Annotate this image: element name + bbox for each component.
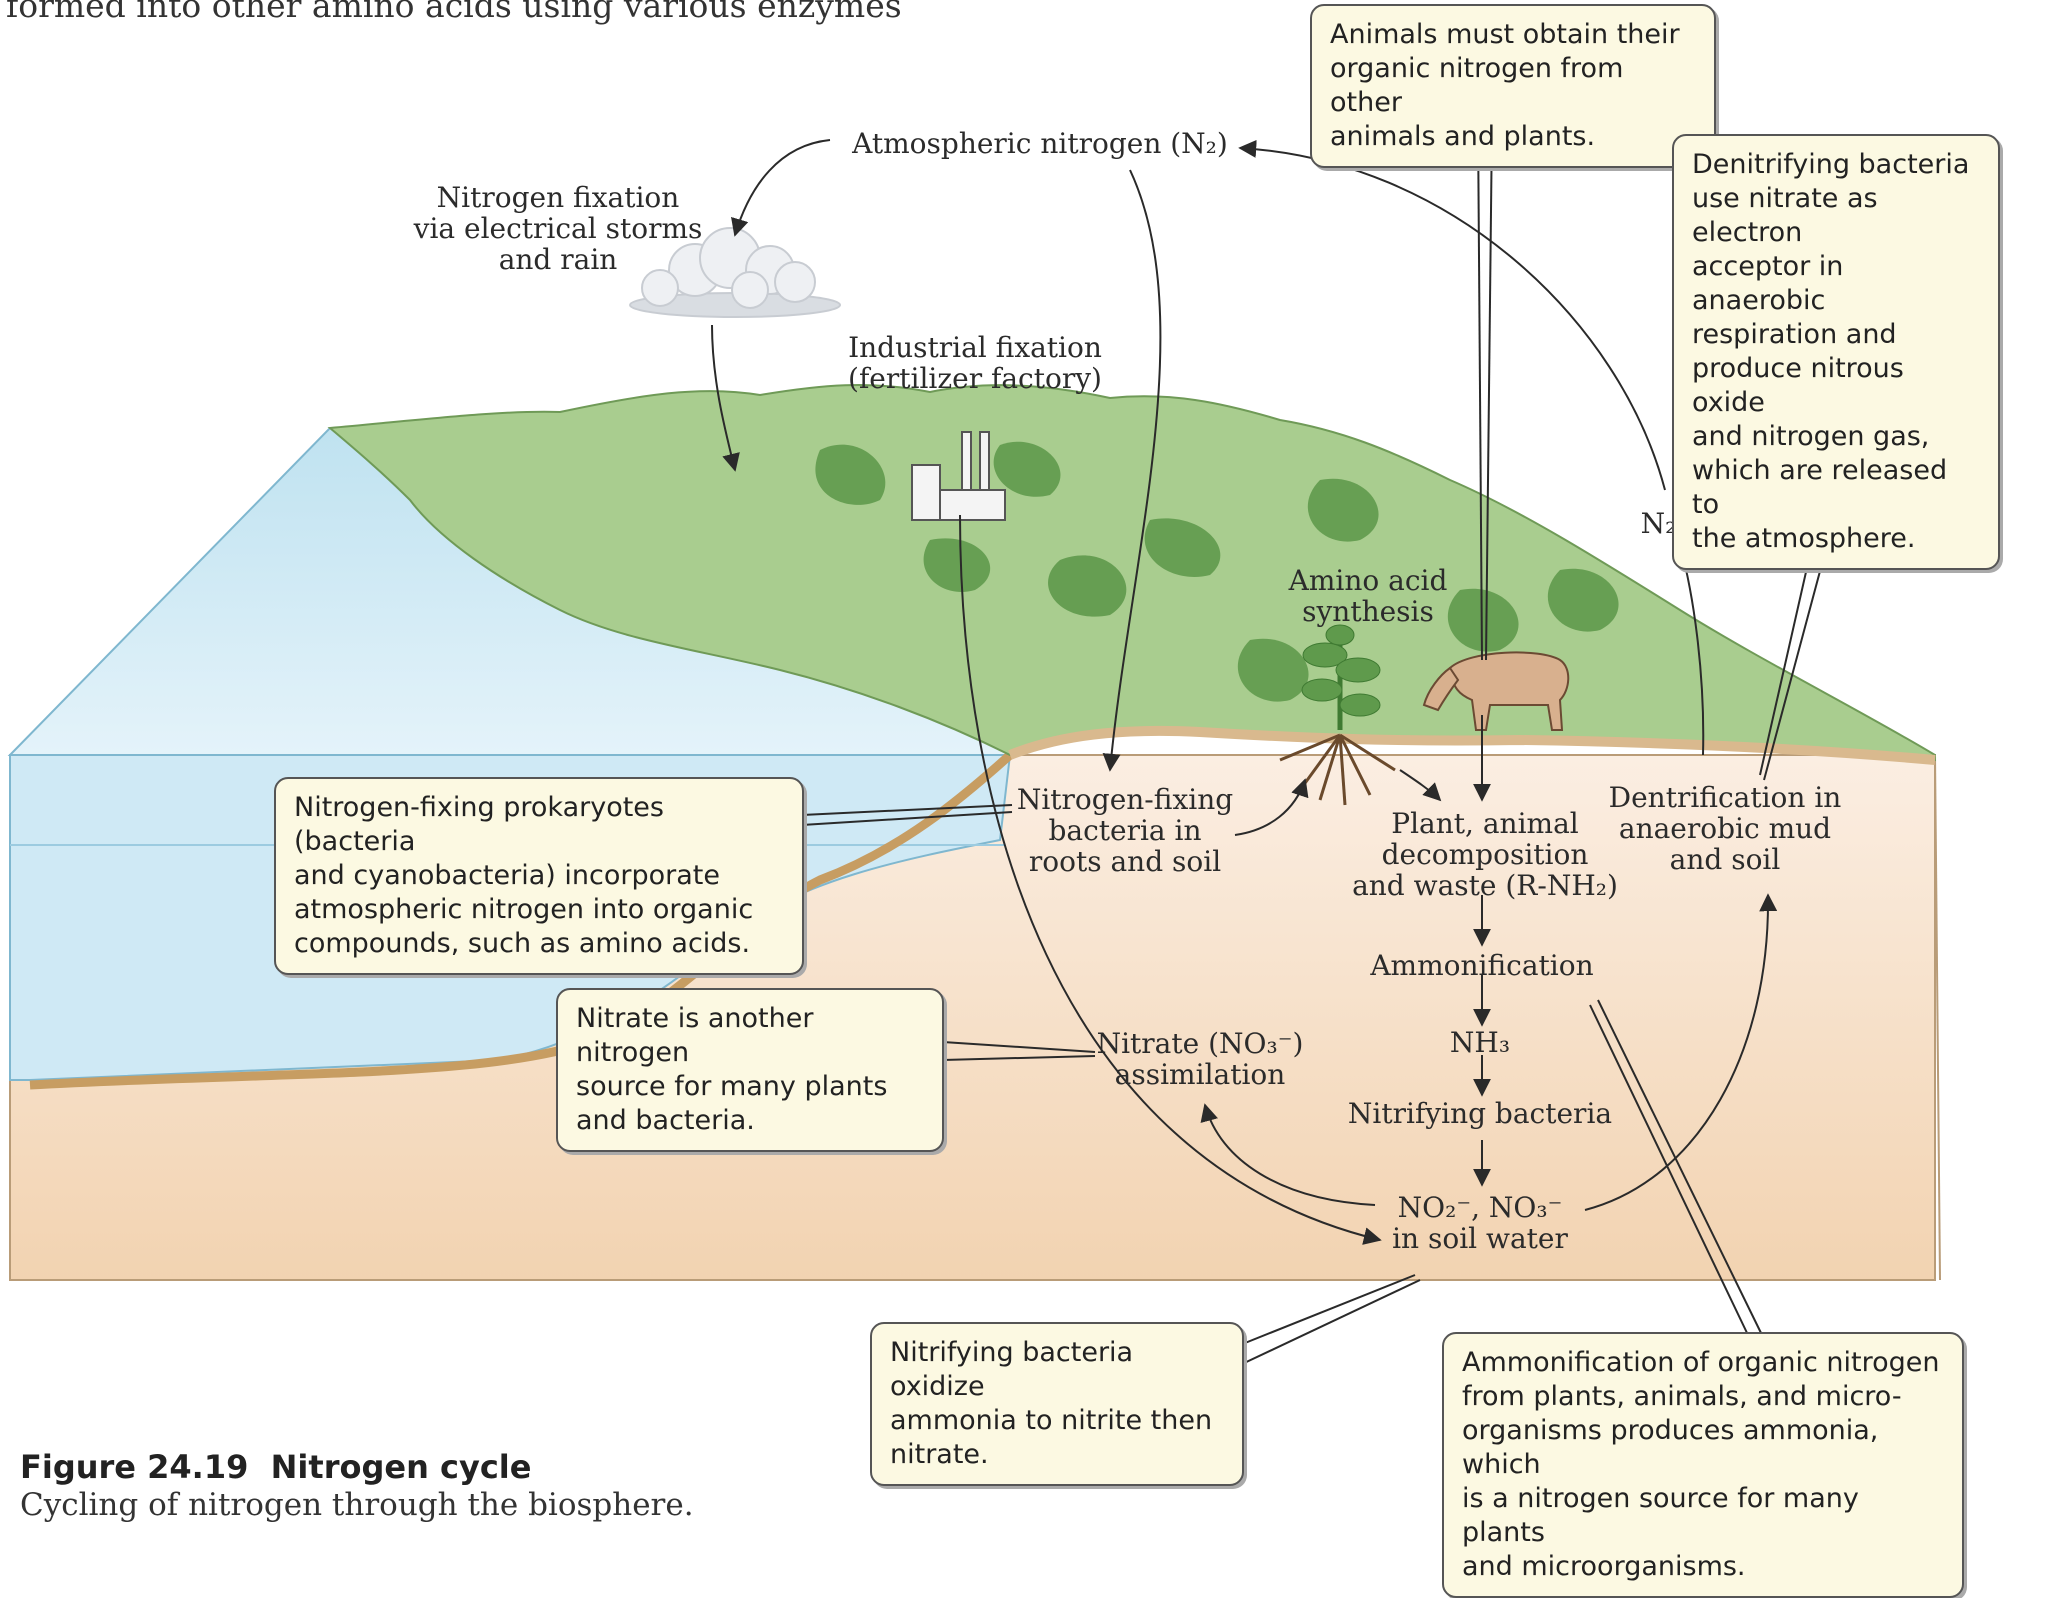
industrial-fixation-label: Industrial fixation (fertilizer factory) (848, 331, 1102, 395)
prokaryotes-note: Nitrogen-fixing prokaryotes (bacteria an… (274, 777, 804, 975)
nh3-label: NH₃ (1449, 1026, 1511, 1059)
factory-icon (911, 431, 1006, 521)
denitrification-label: Dentrification in anaerobic mud and soil (1608, 781, 1842, 876)
fixing-bacteria-label: Nitrogen-fixing bacteria in roots and so… (1016, 783, 1234, 878)
figure-caption: Cycling of nitrogen through the biospher… (20, 1487, 694, 1523)
shore-line (29, 751, 1014, 1090)
soil-water-label: NO₂⁻, NO₃⁻ in soil water (1392, 1191, 1568, 1255)
nitrogen-cycle-figure: formed into other amino acids using vari… (6, 0, 2000, 1598)
cow-icon (1422, 651, 1570, 731)
nitrifying-oxidize-note: Nitrifying bacteria oxidize ammonia to n… (870, 1322, 1244, 1486)
cloud-icon (629, 227, 841, 318)
decomposition-label: Plant, animal decomposition and waste (R… (1352, 807, 1618, 902)
nitrate-assimilation-label: Nitrate (NO₃⁻) assimilation (1096, 1027, 1304, 1091)
ammonification-label: Ammonification (1370, 949, 1594, 982)
nitrate-source-note: Nitrate is another nitrogen source for m… (556, 988, 944, 1152)
animals-note: Animals must obtain their organic nitrog… (1310, 4, 1716, 168)
header-text: formed into other amino acids using vari… (6, 0, 902, 25)
plant-icon (1301, 624, 1381, 730)
ammonification-note: Ammonification of organic nitrogen from … (1442, 1332, 1964, 1598)
figure-number: Figure 24.19 (20, 1448, 249, 1486)
figure-title: Figure 24.19 Nitrogen cycle (20, 1448, 531, 1486)
fixation-storms-label: Nitrogen fixation via electrical storms … (413, 181, 703, 276)
denitrifying-note: Denitrifying bacteria use nitrate as ele… (1672, 134, 2000, 570)
figure-name: Nitrogen cycle (270, 1448, 532, 1486)
nitrifying-bacteria-label: Nitrifying bacteria (1347, 1097, 1613, 1130)
atmospheric-nitrogen-label: Atmospheric nitrogen (N₂) (852, 127, 1228, 160)
cycle-arrows (711, 139, 1778, 1245)
amino-acid-synthesis-label: Amino acid synthesis (1288, 564, 1448, 628)
shrub-patches (815, 441, 1619, 702)
